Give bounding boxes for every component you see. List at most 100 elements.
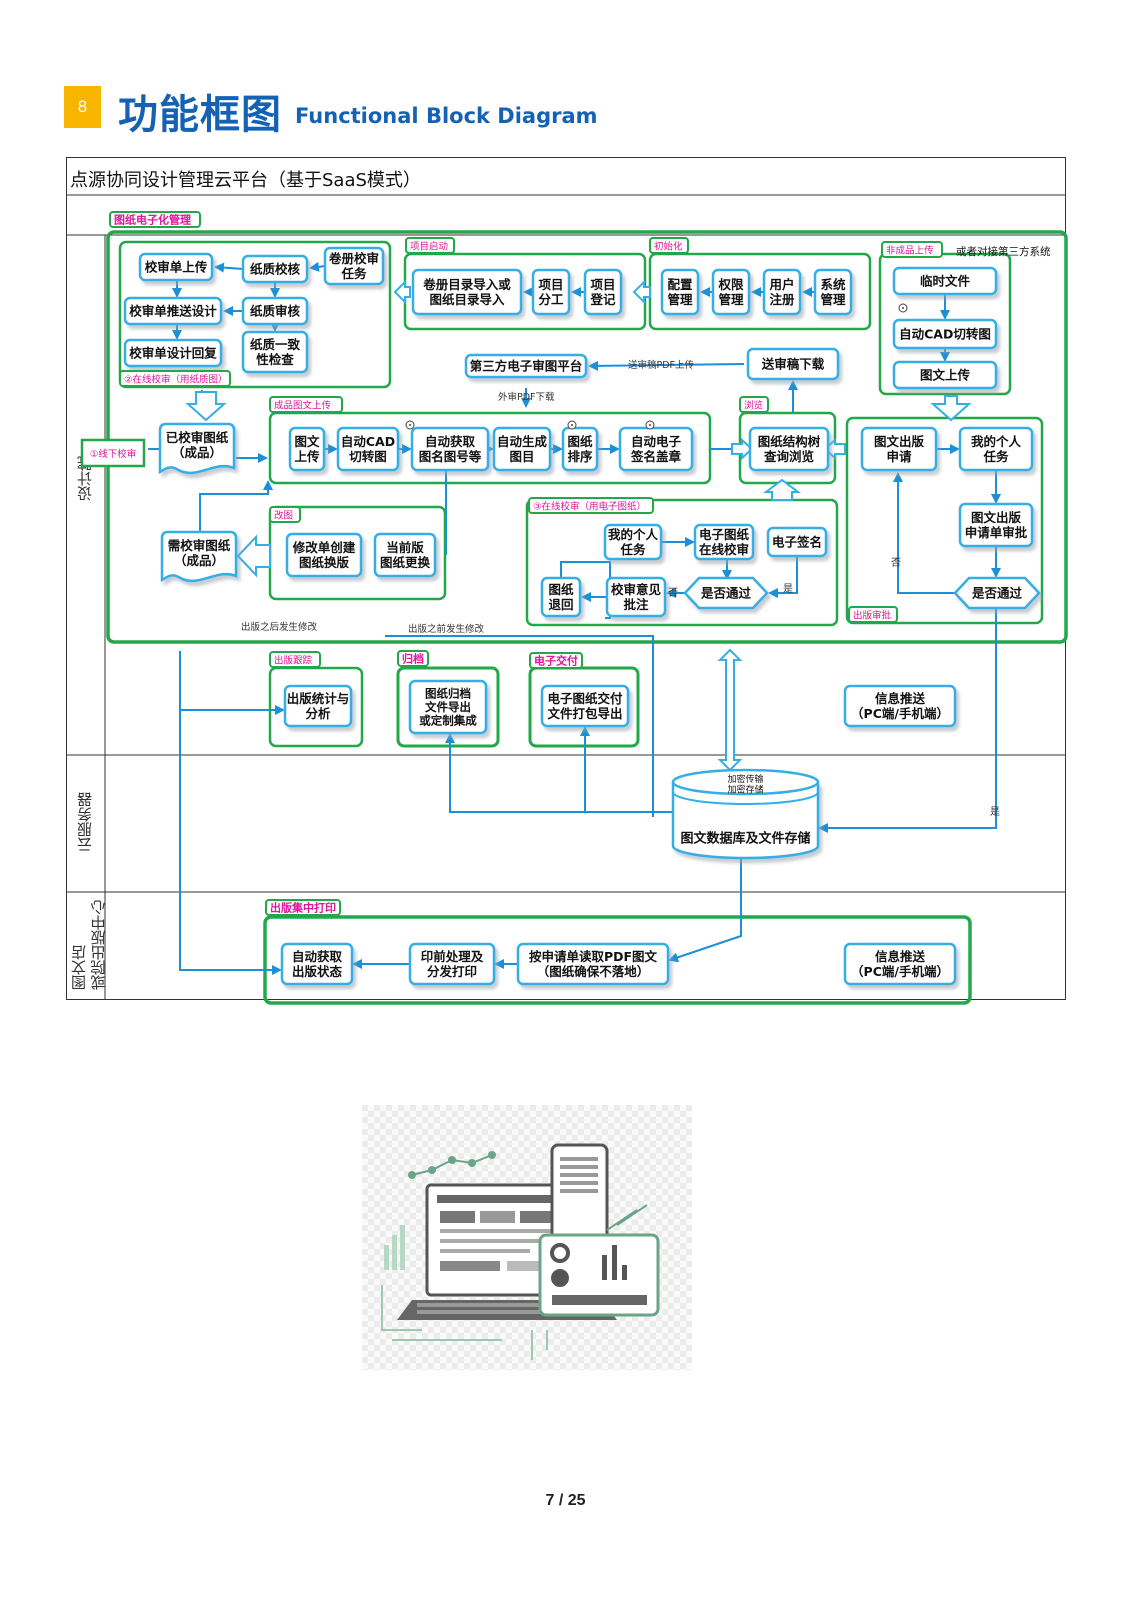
section-label-box-upload: [269, 396, 343, 413]
node-label: 权限管理: [717, 277, 744, 307]
node-cbsp: 图文出版申请单审批: [958, 502, 1034, 548]
node-jsyj: 校审意见批注: [605, 576, 667, 618]
node-gd: 图纸归档文件导出或定制集成: [408, 679, 488, 735]
edge-connector: [668, 858, 742, 963]
big-arrow-up: [763, 478, 801, 501]
node-label: 信息推送（PC端/手机端）: [851, 949, 949, 979]
page-subtitle: Functional Block Diagram: [295, 104, 598, 128]
node-dsf: 第三方电子审图平台: [464, 353, 588, 379]
node-xtgl: 系统管理: [813, 268, 853, 316]
node-twsc: 图文上传: [892, 360, 998, 390]
node-lswj: 临时文件: [892, 266, 998, 296]
node-dzqm2: 电子签名: [766, 526, 828, 558]
section-label-central-print: 出版集中打印: [270, 901, 336, 915]
section-label-box-browse: [739, 396, 769, 413]
tablet-chart-icon: [538, 1204, 660, 1317]
node-label: 自动获取图名图号等: [419, 434, 482, 464]
node-label: 卷册校审任务: [328, 251, 379, 281]
node-twsc2: 图文上传: [288, 426, 326, 472]
node-xjstz: 需校审图纸（成品）: [160, 530, 238, 583]
node-label: 校审意见批注: [611, 582, 662, 612]
node-label: 出版统计与分析: [287, 691, 350, 721]
node-yhzc: 用户注册: [762, 268, 802, 316]
node-yqcl: 印前处理及分发打印: [408, 942, 496, 986]
node-xxts2: 信息推送（PC端/手机端）: [843, 942, 957, 986]
node-tzpx: 图纸排序: [561, 426, 599, 472]
node-label: 印前处理及分发打印: [421, 949, 484, 979]
node-label: 信息推送（PC端/手机端）: [851, 691, 949, 721]
node-twcbsq: 图文出版申请: [860, 426, 938, 472]
node-label: 图纸归档文件导出或定制集成: [419, 687, 477, 728]
node-cadqz: 自动CAD切转图: [892, 318, 998, 350]
node-label: 电子签名: [772, 535, 822, 550]
node-label: 用户注册: [768, 277, 795, 307]
group-online-e: [525, 498, 839, 627]
edge-connector: [199, 480, 273, 532]
node-label: 卷册目录导入或图纸目录导入: [422, 277, 511, 307]
node-tzth: 图纸退回: [540, 576, 582, 618]
edge-connector: [560, 561, 611, 619]
section-label-box-project-start: [405, 237, 455, 254]
group-online-paper: [118, 240, 392, 389]
node-label: 图纸排序: [567, 434, 593, 464]
node-label: ①线下校审: [90, 448, 137, 460]
platform-title: 点源协同设计管理云平台（基于SaaS模式）: [70, 170, 421, 191]
edge-label-before: 出版之前发生修改: [408, 623, 485, 635]
node-zzjx: 纸质校核: [241, 254, 309, 284]
node-label: 校审单上传: [145, 260, 208, 275]
node-dzqm: 自动电子签名盖章: [618, 426, 694, 472]
edge-connector: [768, 556, 798, 598]
section-label-box-online-e: [528, 497, 654, 514]
page-title: 功能框图: [118, 92, 282, 138]
node-aqdq: 按申请单读取PDF图文（图纸确保不落地）: [516, 942, 670, 986]
node-label: 电子图纸交付文件打包导出: [547, 691, 623, 721]
node-label: 自动生成图目: [497, 434, 548, 464]
node-label: 电子图纸在线校审: [699, 527, 750, 557]
node-label: 图文出版申请单审批: [965, 510, 1028, 540]
edge-connector: [179, 651, 285, 715]
node-scml: 自动生成图目: [492, 426, 552, 472]
big-arrow-left: [393, 279, 411, 305]
node-zzsh: 纸质审核: [241, 296, 309, 326]
node-label: 已校审图纸（成品）: [166, 430, 229, 460]
node-label: 按申请单读取PDF图文（图纸确保不落地）: [529, 949, 658, 979]
section-label-project-start: 项目启动: [410, 241, 448, 253]
edge-connector: [580, 726, 673, 813]
edge-connector: [818, 608, 997, 833]
node-dqb: 当前版图纸更换: [373, 532, 437, 578]
edge-label-yes: 是: [990, 806, 1000, 818]
circuit-lines-decoration: [381, 1285, 548, 1360]
phone-icon: [550, 1143, 609, 1247]
edge-label-ssup: 送审稿PDF上传: [628, 359, 695, 371]
section-label-box-semi: [881, 241, 943, 258]
growth-chart-icon: [384, 1151, 496, 1270]
group-main: [106, 230, 1068, 644]
database-label: 图文数据库及文件存储: [680, 831, 810, 847]
node-label: 系统管理: [820, 277, 846, 307]
node-xmfg: 项目分工: [531, 268, 571, 316]
node-label: 项目分工: [538, 277, 564, 307]
edge-connector: [893, 472, 955, 594]
node-jfdc: 电子图纸交付文件打包导出: [540, 684, 630, 728]
edge-connector: [385, 635, 654, 817]
section-label-box-online-paper: [119, 370, 231, 387]
node-label: 自动获取出版状态: [292, 949, 343, 979]
node-label: 我的个人任务: [971, 434, 1022, 464]
node-grrw1: 我的个人任务: [958, 426, 1034, 472]
big-arrow-vertical: [717, 648, 743, 772]
node-label: 是否通过: [971, 586, 1023, 601]
section-label-online-e: ③在线校审（用电子图纸）: [533, 501, 646, 513]
node-label: 纸质一致性检查: [250, 337, 301, 367]
section-label-box-track: [269, 651, 321, 668]
node-label: 图纸结构树查询浏览: [758, 434, 821, 464]
edge-connector: [214, 262, 244, 273]
edge-label-yes: 是: [783, 583, 793, 595]
big-arrow-left: [236, 534, 271, 578]
group-semi: [878, 252, 1012, 396]
node-label: 配置管理: [667, 277, 693, 307]
node-sftg1: 是否通过: [953, 576, 1041, 610]
section-label-track: 出版跟踪: [274, 655, 313, 667]
